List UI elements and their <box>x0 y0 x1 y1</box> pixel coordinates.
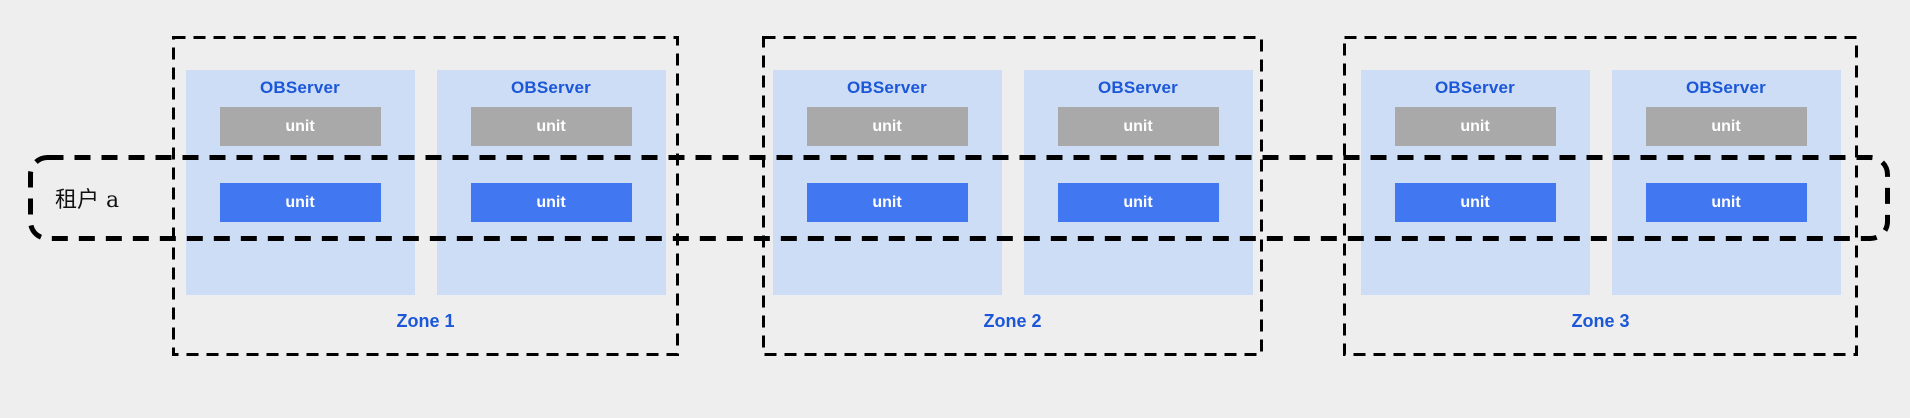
observer-box: OBServer unit unit <box>185 70 415 295</box>
unit-gray: unit <box>1394 107 1556 146</box>
zone-3: OBServer unit unit OBServer unit unit Zo… <box>1343 36 1858 356</box>
unit-gray: unit <box>470 107 632 146</box>
observer-box: OBServer unit unit <box>1360 70 1590 295</box>
tenant-label: 租户 a <box>55 187 120 213</box>
observer-box: OBServer unit unit <box>436 70 666 295</box>
zone-3-label: Zone 3 <box>1571 311 1630 331</box>
zone-1: OBServer unit unit OBServer unit unit Zo… <box>172 36 679 356</box>
observer-title: OBServer <box>259 78 341 97</box>
unit-blue: unit <box>219 183 381 222</box>
unit-blue: unit <box>1057 183 1219 222</box>
tenant-band: 租户 a <box>55 155 119 240</box>
observer-box: OBServer unit unit <box>1611 70 1841 295</box>
unit-blue: unit <box>806 183 968 222</box>
unit-gray: unit <box>806 107 968 146</box>
unit-gray: unit <box>219 107 381 146</box>
zone-1-label: Zone 1 <box>396 311 455 331</box>
zone-2: OBServer unit unit OBServer unit unit Zo… <box>762 36 1263 356</box>
observer-title: OBServer <box>1434 78 1516 97</box>
observer-box: OBServer unit unit <box>1023 70 1253 295</box>
observer-title: OBServer <box>1685 78 1767 97</box>
zone-2-label: Zone 2 <box>983 311 1042 331</box>
unit-blue: unit <box>470 183 632 222</box>
observer-title: OBServer <box>1097 78 1179 97</box>
observer-title: OBServer <box>510 78 592 97</box>
unit-blue: unit <box>1394 183 1556 222</box>
unit-gray: unit <box>1057 107 1219 146</box>
zone-2-servers: OBServer unit unit OBServer unit unit <box>762 36 1263 295</box>
unit-gray: unit <box>1645 107 1807 146</box>
observer-box: OBServer unit unit <box>772 70 1002 295</box>
observer-title: OBServer <box>846 78 928 97</box>
unit-blue: unit <box>1645 183 1807 222</box>
zone-1-servers: OBServer unit unit OBServer unit unit <box>172 36 679 295</box>
zone-3-servers: OBServer unit unit OBServer unit unit <box>1343 36 1858 295</box>
